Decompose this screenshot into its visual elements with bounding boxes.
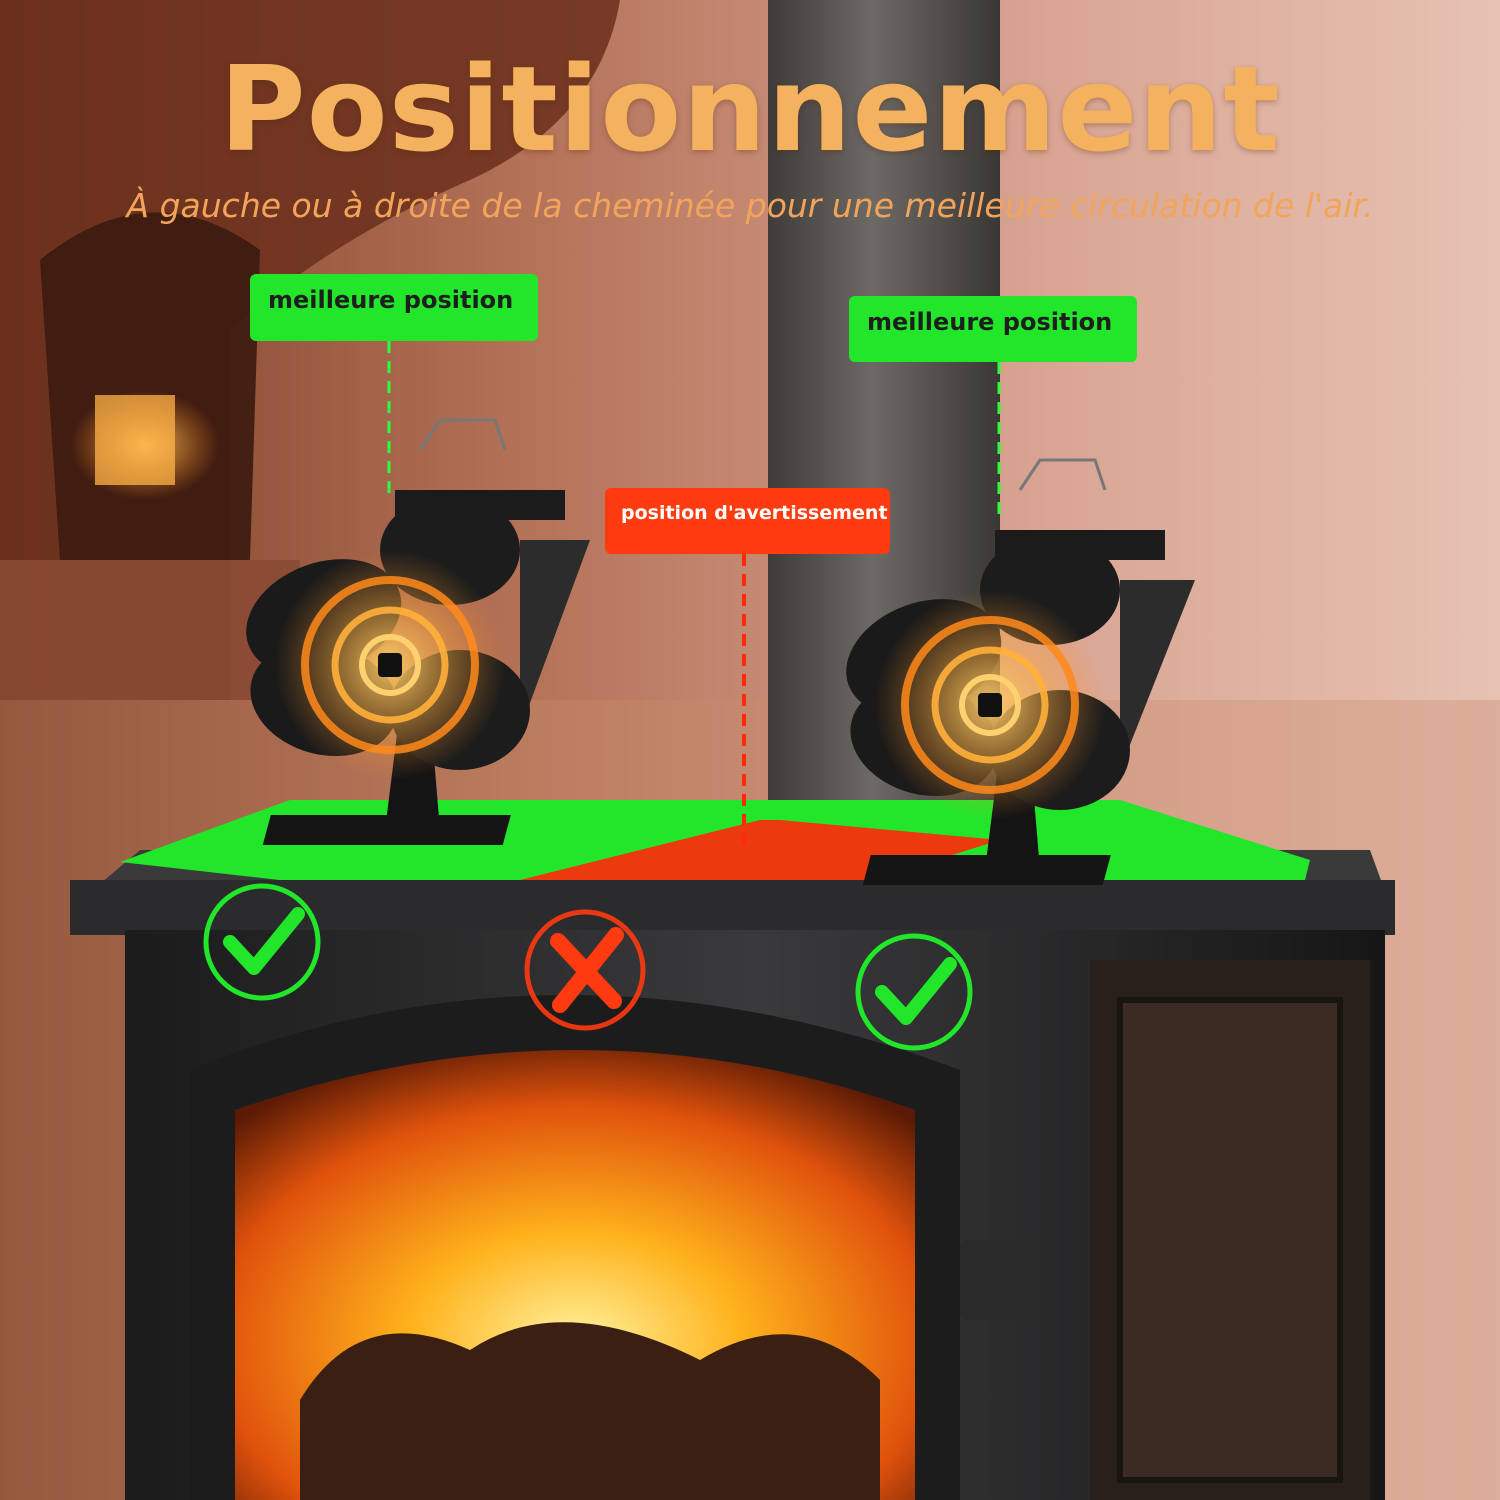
check-circle-icon — [203, 883, 321, 1001]
check-circle-icon — [855, 933, 973, 1051]
best-position-label-left: meilleure position — [250, 274, 538, 341]
best-position-label-right: meilleure position — [849, 296, 1137, 362]
page-subtitle: À gauche ou à droite de la cheminée pour… — [126, 186, 1374, 225]
cross-circle-icon — [524, 909, 646, 1031]
warning-position-label: position d'avertissement — [605, 488, 890, 554]
page-title: Positionnement — [219, 40, 1281, 178]
